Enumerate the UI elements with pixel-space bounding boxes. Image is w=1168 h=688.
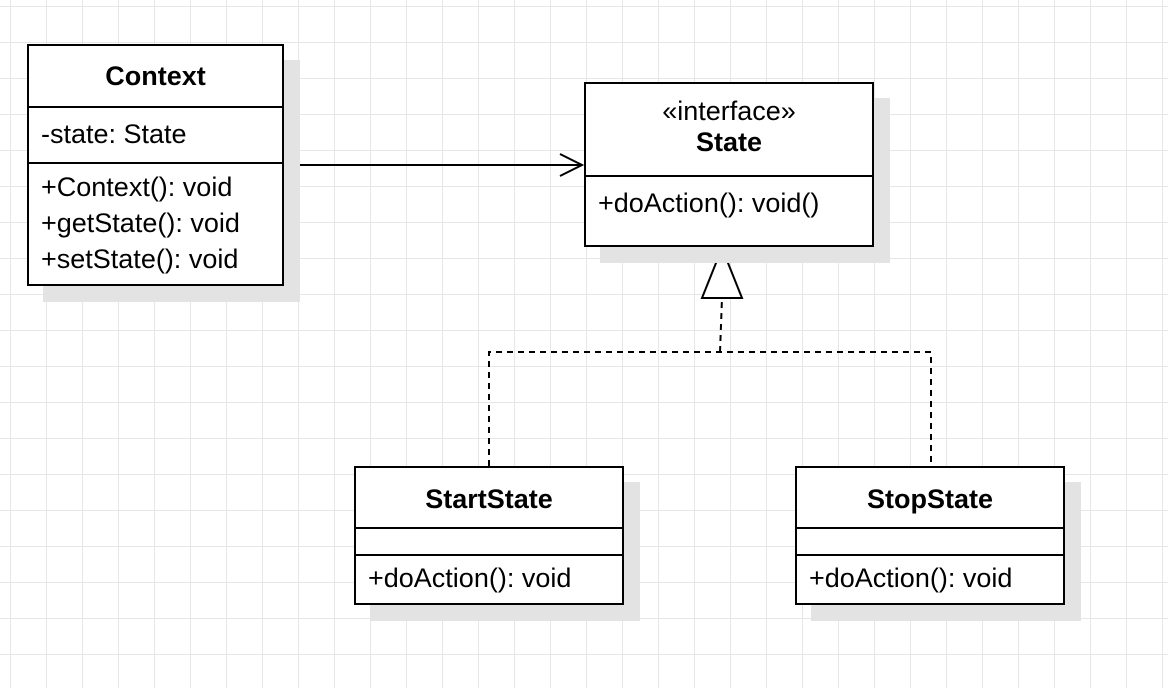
operation: +doAction(): void(): [598, 188, 820, 218]
stop-state-class[interactable]: StopState +doAction(): void: [795, 466, 1065, 605]
class-name: StopState: [866, 484, 993, 514]
class-name: State: [695, 127, 763, 157]
operation: +getState(): void: [41, 208, 240, 238]
start-state-name-compartment: StartState: [356, 468, 622, 527]
start-state-class[interactable]: StartState +doAction(): void: [354, 466, 624, 605]
stop-state-attributes-compartment: [797, 527, 1063, 554]
realization-branch-line: [488, 351, 932, 466]
context-class[interactable]: Context -state: State +Context(): void +…: [27, 44, 284, 286]
state-interface[interactable]: «interface» State +doAction(): void(): [584, 82, 874, 247]
stop-state-name-compartment: StopState: [797, 468, 1063, 527]
stop-state-operations-compartment: +doAction(): void: [797, 554, 1063, 596]
class-name: Context: [105, 61, 206, 91]
start-state-operations-compartment: +doAction(): void: [356, 554, 622, 596]
state-name-compartment: «interface» State: [586, 84, 872, 175]
realization-trunk-line: [719, 297, 723, 353]
operation: +doAction(): void: [809, 563, 1013, 593]
state-operations-compartment: +doAction(): void(): [586, 175, 872, 221]
operation: +doAction(): void: [368, 563, 572, 593]
operation: +Context(): void: [41, 172, 233, 202]
start-state-attributes-compartment: [356, 527, 622, 554]
context-operations-compartment: +Context(): void +getState(): void +setS…: [29, 162, 282, 277]
operation: +setState(): void: [41, 244, 239, 274]
class-name: StartState: [425, 484, 553, 514]
association-arrowhead: [559, 153, 585, 177]
context-attributes-compartment: -state: State: [29, 106, 282, 162]
stereotype-label: «interface»: [662, 96, 796, 126]
realization-triangle-head: [700, 245, 744, 299]
attribute: -state: State: [41, 119, 187, 149]
context-name-compartment: Context: [29, 46, 282, 106]
